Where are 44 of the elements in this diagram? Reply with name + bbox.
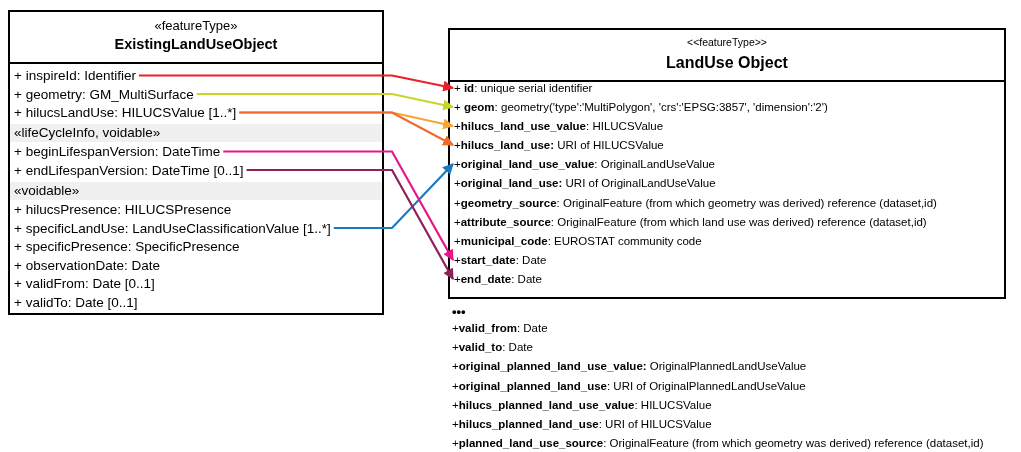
attribute-row: +municipal_code: EUROSTAT community code [454,235,702,247]
attribute-row: +original_land_use: URI of OriginalLandUseValue [454,177,716,189]
attribute-row: +attribute_source: OriginalFeature (from which land use was derived) reference (dataset,id) [454,216,927,228]
attribute-row: + specificPresence: SpecificPresence [14,239,240,254]
attribute-row: + endLifespanVersion: DateTime [0..1] [14,162,244,178]
attribute-row: + hilucsLandUse: HILUCSValue [1..*] [14,105,237,120]
attribute-row: + inspireId: Identifier [14,68,136,83]
ellipsis: ••• [452,304,466,319]
arrow [138,74,455,92]
attribute-row: + beginLifespanVersion: DateTime [14,144,221,159]
attribute-row: + geom: geometry('type':'MultiPolygon', 'crs':'EPSG:3857', 'dimension':'2') [454,101,828,113]
stereotype-band: «voidable» [10,182,382,200]
attribute-row: + validFrom: Date [0..1] [14,276,155,291]
attribute-row: +start_date: Date [454,254,547,266]
arrow [239,111,454,146]
attribute-row: + validTo: Date [0..1] [14,294,138,310]
arrow [223,150,454,261]
arrow [196,92,455,111]
attribute-row: +end_date: Date [454,273,542,285]
attribute-row: +hilucs_land_use: URI of HILUCSValue [454,139,664,151]
stereotype-band: «lifeCycleInfo, voidable» [10,124,382,142]
attribute-row: + geometry: GM_MultiSurface [14,86,194,102]
attribute-row: +valid_to: Date [452,341,533,354]
attribute-row: + specificLandUse: LandUseClassificationValue [1..*] [14,220,331,236]
attribute-row: +original_planned_land_use_value: OriginalPlannedLandUseValue [452,360,807,373]
class-box [8,10,384,315]
attribute-row: +planned_land_use_source: OriginalFeature (from which geometry was derived) reference (dataset,id) [452,437,984,450]
stereotype-label: <<featureType>> [686,36,768,48]
attribute-row: +hilucs_planned_land_use_value: HILUCSValue [452,398,712,411]
arrow [246,168,454,280]
attribute-row: +hilucs_planned_land_use: URI of HILUCSValue [452,418,712,430]
attribute-row: +original_planned_land_use: URI of OriginalPlannedLandUseValue [452,379,806,392]
attribute-row: +geometry_source: OriginalFeature (from which geometry was derived) reference (dataset,id) [454,197,937,209]
attribute-row: +hilucs_land_use_value: HILUCSValue [454,120,664,132]
stereotype-label: «featureType» [153,18,239,33]
attribute-row: + hilucsPresence: HILUCSPresence [14,202,232,217]
class-name: LandUse Object [665,54,789,72]
attribute-row: +original_land_use_value: OriginalLandUseValue [454,158,715,170]
attribute-row: + observationDate: Date [14,257,160,273]
attribute-row: + id: unique serial identifier [454,82,593,94]
arrow [333,163,454,230]
class-name: ExistingLandUseObject [113,36,279,52]
attribute-row: +valid_from: Date [452,322,548,334]
class-box [448,28,1006,299]
